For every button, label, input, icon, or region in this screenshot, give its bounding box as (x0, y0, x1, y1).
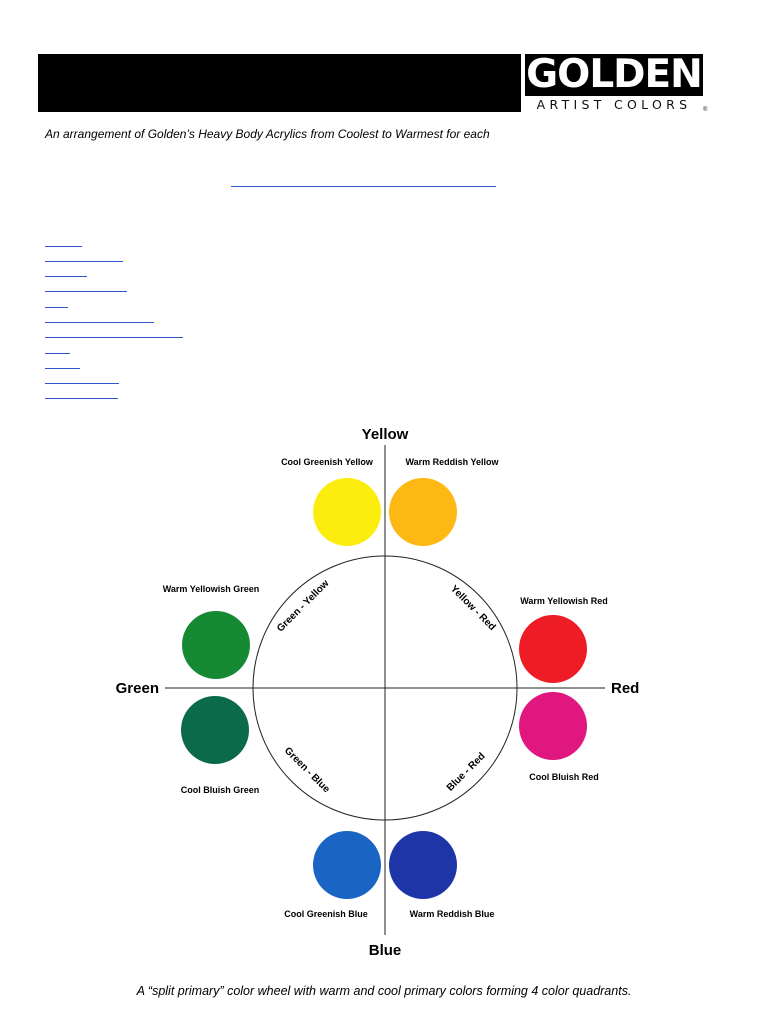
link-item[interactable] (45, 321, 154, 323)
swatch-cool-greenish-yellow (313, 478, 381, 546)
center-link[interactable] (231, 185, 496, 187)
swatch-label-warm-yellowish-red: Warm Yellowish Red (520, 596, 608, 606)
swatch-cool-greenish-blue (313, 831, 381, 899)
swatch-label-cool-greenish-blue: Cool Greenish Blue (284, 909, 368, 919)
link-item[interactable] (45, 382, 119, 384)
wheel-circle (252, 555, 518, 821)
logo-registered-mark: ® (703, 107, 708, 113)
golden-logo: GOLDEN ARTIST COLORS ® (525, 54, 710, 116)
split-primary-color-wheel: Yellow Blue Green Red Green - Yellow Yel… (116, 426, 640, 959)
logo-main-text: GOLDEN (525, 52, 703, 97)
swatch-label-cool-bluish-green: Cool Bluish Green (181, 785, 260, 795)
arc-label-green-yellow: Green - Yellow (275, 578, 332, 635)
link-item[interactable] (45, 260, 123, 262)
link-item[interactable] (45, 352, 70, 354)
axis-label-blue: Blue (369, 942, 402, 959)
swatch-warm-yellowish-red (519, 615, 587, 683)
link-item[interactable] (45, 290, 127, 292)
link-item[interactable] (45, 397, 118, 399)
swatch-label-warm-reddish-yellow: Warm Reddish Yellow (405, 457, 499, 467)
swatch-label-warm-yellowish-green: Warm Yellowish Green (163, 584, 260, 594)
swatch-warm-yellowish-green (182, 611, 250, 679)
link-item[interactable] (45, 306, 68, 308)
link-item[interactable] (45, 245, 82, 247)
swatch-cool-bluish-red (519, 692, 587, 760)
figure-caption: A “split primary” color wheel with warm … (136, 984, 632, 998)
swatch-label-cool-bluish-red: Cool Bluish Red (529, 772, 599, 782)
arc-label-blue-red: Blue - Red (445, 751, 488, 794)
axis-label-yellow: Yellow (362, 426, 409, 443)
swatch-label-warm-reddish-blue: Warm Reddish Blue (410, 909, 495, 919)
link-item[interactable] (45, 336, 183, 338)
swatch-warm-reddish-yellow (389, 478, 457, 546)
link-item[interactable] (45, 367, 80, 369)
axis-label-red: Red (611, 680, 639, 697)
intro-text: An arrangement of Golden’s Heavy Body Ac… (45, 127, 490, 141)
swatch-cool-bluish-green (181, 696, 249, 764)
link-item[interactable] (45, 275, 87, 277)
header-bar (38, 54, 521, 112)
axis-label-green: Green (116, 680, 159, 697)
arc-label-green-blue: Green - Blue (282, 745, 332, 795)
swatch-label-cool-greenish-yellow: Cool Greenish Yellow (281, 457, 374, 467)
logo-sub-text: ARTIST COLORS (536, 97, 692, 112)
swatch-warm-reddish-blue (389, 831, 457, 899)
